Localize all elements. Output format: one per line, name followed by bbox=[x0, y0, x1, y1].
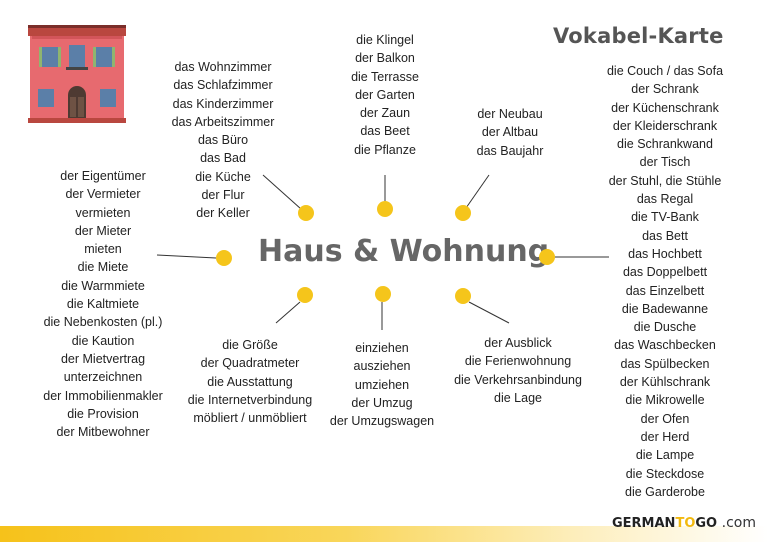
vocab-item: die Lampe bbox=[635, 448, 695, 463]
vocab-item: die Dusche bbox=[633, 320, 697, 335]
vocab-item: das Baujahr bbox=[476, 143, 544, 158]
outdoor-list: die Klingel der Balkon die Terrasse der Gar… bbox=[320, 31, 450, 159]
connector-line bbox=[275, 301, 301, 324]
vocab-item: der Altbau bbox=[481, 125, 539, 140]
vocab-item: die Provision bbox=[67, 406, 139, 421]
vocab-item: das Schlafzimmer bbox=[173, 78, 273, 93]
house-illustration bbox=[28, 25, 126, 123]
dot-size bbox=[297, 287, 313, 303]
vocab-item: der Umzug bbox=[351, 395, 413, 410]
vocab-item: der Vermieter bbox=[65, 187, 141, 202]
vocab-item: die Warmmiete bbox=[61, 278, 145, 293]
vocab-item: unterzeichnen bbox=[63, 370, 143, 385]
vocab-item: der Ausblick bbox=[484, 336, 552, 350]
vocab-item: der Küchenschrank bbox=[611, 100, 719, 115]
dot-building bbox=[455, 205, 471, 221]
connector-line bbox=[156, 254, 217, 259]
vocab-item: der Neubau bbox=[477, 107, 543, 121]
vocab-item: die Couch / das Sofa bbox=[606, 64, 724, 78]
vocab-item: die Schrankwand bbox=[617, 137, 713, 152]
vocab-item: vermieten bbox=[75, 205, 131, 220]
vocab-item: der Mieter bbox=[74, 223, 132, 238]
vocab-item: das Beet bbox=[360, 124, 410, 139]
vocab-item: das Einzelbett bbox=[625, 283, 705, 298]
vocab-item: die Ausstattung bbox=[207, 374, 293, 389]
vocab-item: die Lage bbox=[494, 390, 542, 405]
vocab-item: die TV-Bank bbox=[631, 210, 699, 225]
dot-location bbox=[455, 288, 471, 304]
vocab-item: umziehen bbox=[354, 377, 410, 392]
building-list: der Neubau der Altbau das Baujahr bbox=[455, 105, 565, 160]
renting-list: der Eigentümer der Vermieter vermieten der … bbox=[20, 167, 186, 441]
vocab-item: das Büro bbox=[197, 133, 249, 148]
dot-outdoor bbox=[377, 201, 393, 217]
vocab-item: der Mitbewohner bbox=[56, 425, 150, 440]
size-list: die Größe der Quadratmeter die Ausstattung… bbox=[175, 336, 325, 427]
vocab-item: der Keller bbox=[196, 206, 250, 221]
moving-list: einziehen ausziehen umziehen der Umzug der U… bbox=[318, 339, 446, 430]
vocab-item: die Miete bbox=[77, 260, 129, 275]
vocab-item: der Schrank bbox=[631, 82, 699, 97]
vocab-item: die Badewanne bbox=[621, 301, 709, 316]
connector-line bbox=[465, 174, 490, 209]
vocab-item: der Kleiderschrank bbox=[612, 118, 718, 133]
vocab-item: das Waschbecken bbox=[614, 338, 716, 353]
vocab-item: die Garderobe bbox=[625, 484, 705, 499]
location-list: der Ausblick die Ferienwohnung die Verkehr… bbox=[448, 334, 588, 407]
vocab-item: der Balkon bbox=[355, 51, 415, 66]
vocab-item: das Wohnzimmer bbox=[174, 60, 272, 74]
vocab-item: die Nebenkosten (pl.) bbox=[43, 315, 163, 330]
dot-rooms bbox=[298, 205, 314, 221]
dot-furniture bbox=[539, 249, 555, 265]
vocab-item: der Quadratmeter bbox=[200, 356, 300, 371]
vocab-item: der Herd bbox=[640, 429, 690, 444]
center-title: Haus & Wohnung bbox=[258, 234, 550, 269]
vocab-item: die Größe bbox=[222, 338, 278, 352]
vocab-item: der Mietvertrag bbox=[60, 351, 146, 366]
vocab-item: die Steckdose bbox=[625, 466, 705, 481]
vocab-item: das Kinderzimmer bbox=[172, 96, 274, 111]
vocab-item: die Verkehrsanbindung bbox=[454, 372, 582, 387]
vocab-item: das Regal bbox=[636, 192, 694, 207]
vocab-item: die Terrasse bbox=[351, 69, 419, 84]
vocab-item: einziehen bbox=[355, 341, 409, 355]
dot-moving bbox=[375, 286, 391, 302]
vocab-item: der Flur bbox=[201, 188, 245, 203]
vocab-item: möbliert / unmöbliert bbox=[193, 411, 307, 426]
vocab-item: der Umzugswagen bbox=[329, 414, 435, 429]
vocab-item: die Küche bbox=[195, 169, 251, 184]
vocab-item: die Klingel bbox=[356, 33, 414, 47]
vocab-item: der Garten bbox=[355, 87, 415, 102]
vocab-item: das Bad bbox=[200, 151, 246, 166]
vocab-item: der Eigentümer bbox=[60, 169, 146, 183]
card-title: Vokabel-Karte bbox=[553, 24, 724, 48]
vocab-item: mieten bbox=[84, 242, 122, 257]
vocab-item: das Doppelbett bbox=[622, 265, 708, 280]
vocab-item: der Stuhl, die Stühle bbox=[608, 173, 722, 188]
vocab-item: ausziehen bbox=[353, 359, 411, 374]
vocab-item: das Arbeitszimmer bbox=[171, 114, 275, 129]
dot-renting bbox=[216, 250, 232, 266]
vocab-item: der Immobilienmakler bbox=[43, 388, 163, 403]
vocab-item: der Ofen bbox=[640, 411, 690, 426]
furniture-list: die Couch / das Sofa der Schrank der Küche… bbox=[590, 62, 740, 501]
connector-line bbox=[468, 301, 510, 324]
vocab-item: der Zaun bbox=[359, 106, 411, 121]
vocab-item: der Tisch bbox=[639, 155, 691, 170]
vocab-item: das Spülbecken bbox=[620, 356, 710, 371]
vocab-item: das Hochbett bbox=[628, 246, 702, 261]
vocab-item: der Kühlschrank bbox=[619, 375, 711, 390]
vocab-item: die Ferienwohnung bbox=[464, 354, 572, 369]
footer-bar bbox=[0, 526, 768, 542]
vocab-item: die Mikrowelle bbox=[625, 393, 705, 408]
vocab-item: die Pflanze bbox=[354, 142, 416, 157]
vocab-item: das Bett bbox=[642, 228, 688, 243]
connector-line bbox=[262, 174, 302, 210]
vocab-item: die Internetverbindung bbox=[187, 392, 313, 407]
vocab-item: die Kaltmiete bbox=[66, 297, 140, 312]
brand-logo: GERMANTOGO .com bbox=[612, 515, 756, 531]
vocab-item: die Kaution bbox=[71, 333, 135, 348]
rooms-list: das Wohnzimmer das Schlafzimmer das Kinder… bbox=[140, 58, 306, 223]
